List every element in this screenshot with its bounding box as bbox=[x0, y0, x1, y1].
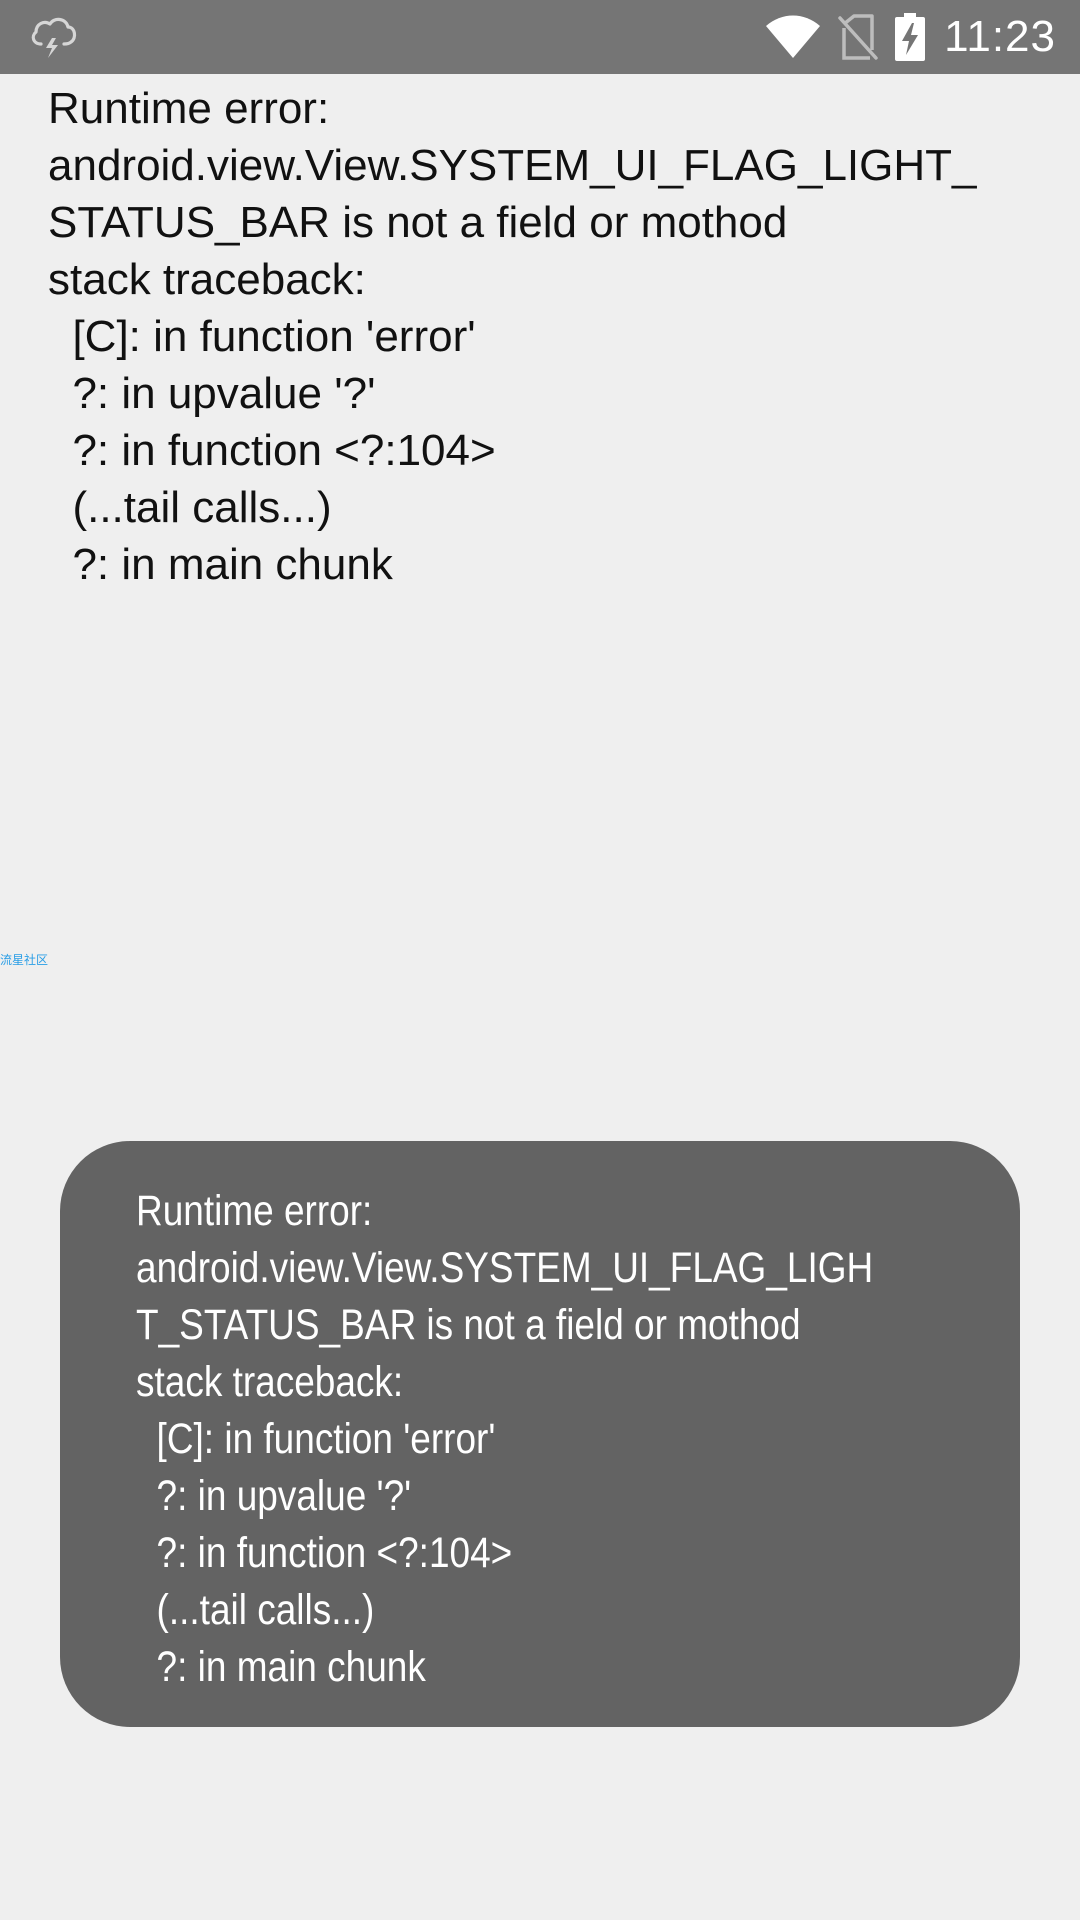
status-bar: 11:23 bbox=[0, 0, 1080, 74]
status-icons: 11:23 bbox=[764, 0, 1056, 74]
runtime-error-message: Runtime error: android.view.View.SYSTEM_… bbox=[48, 84, 977, 589]
status-clock: 11:23 bbox=[944, 12, 1056, 61]
battery-charging-icon bbox=[895, 13, 926, 61]
no-sim-icon bbox=[838, 14, 878, 60]
toast-popup: Runtime error: android.view.View.SYSTEM_… bbox=[60, 1141, 1020, 1727]
watermark-text: 流星社区 bbox=[0, 953, 49, 967]
toast-message: Runtime error: android.view.View.SYSTEM_… bbox=[136, 1187, 874, 1691]
wifi-icon bbox=[766, 15, 821, 58]
cloud-lightning-icon bbox=[31, 17, 77, 58]
